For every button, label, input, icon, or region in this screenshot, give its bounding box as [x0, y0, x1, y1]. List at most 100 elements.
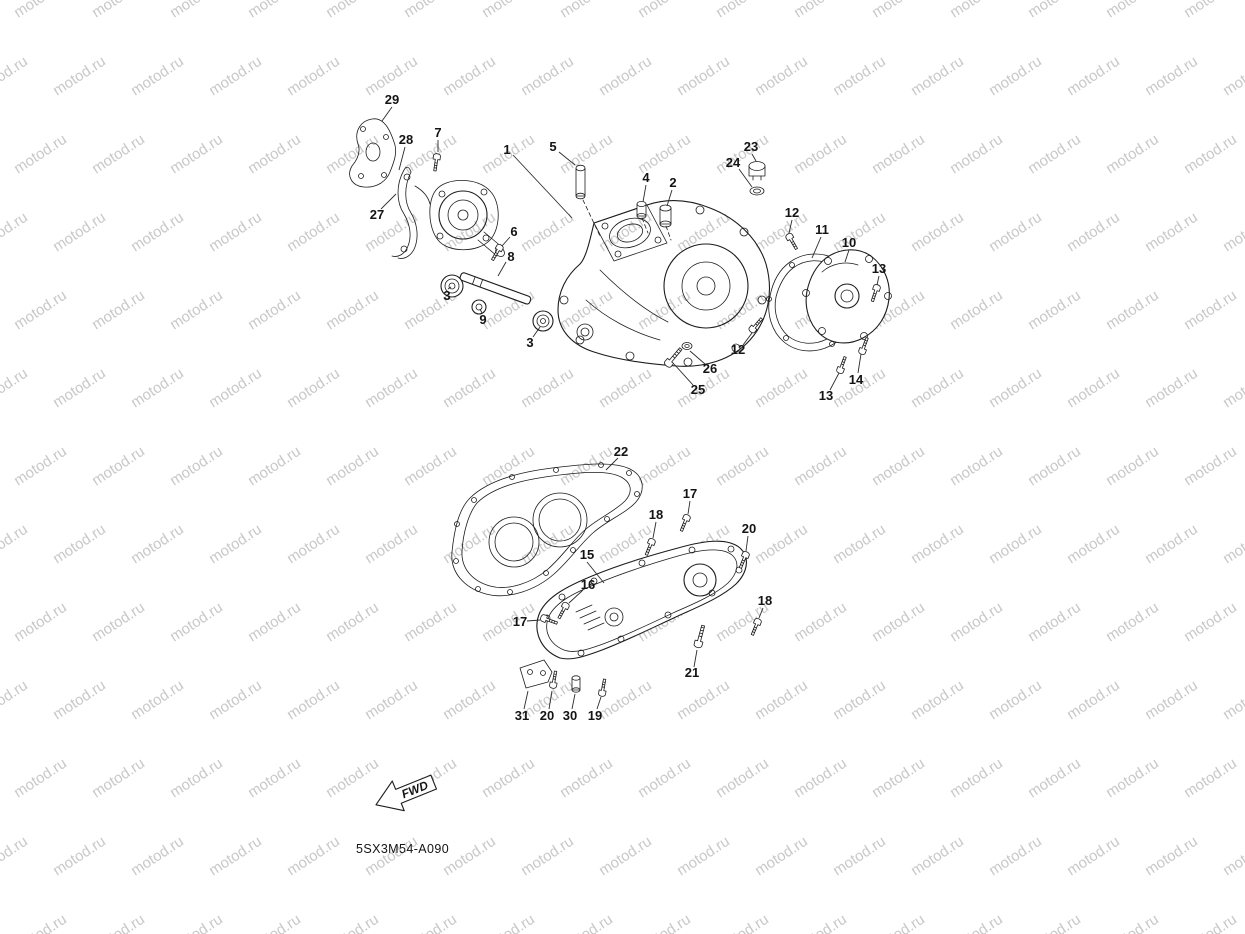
watermark-text: motod.ru [713, 755, 772, 802]
watermark-text: motod.ru [284, 53, 343, 100]
watermark-text: motod.ru [323, 755, 382, 802]
watermark-text: motod.ru [323, 0, 382, 21]
watermark-text: motod.ru [986, 209, 1045, 256]
part-pin-5 [575, 164, 586, 200]
watermark-text: motod.ru [284, 209, 343, 256]
watermark-text: motod.ru [479, 599, 538, 646]
watermark-text: motod.ru [830, 521, 889, 568]
watermark-text: motod.ru [1064, 521, 1123, 568]
watermark-text: motod.ru [1064, 53, 1123, 100]
watermark-text: motod.ru [11, 287, 70, 334]
callout-4: 4 [642, 170, 650, 185]
watermark-text: motod.ru [362, 521, 421, 568]
watermark-text: motod.ru [830, 677, 889, 724]
callout-18: 18 [758, 593, 772, 608]
watermark-text: motod.ru [1181, 131, 1240, 178]
leader-line-28 [398, 146, 406, 171]
leader-line-5 [558, 151, 576, 166]
watermark-text: motod.ru [1142, 677, 1201, 724]
watermark-text: motod.ru [128, 209, 187, 256]
watermark-text: motod.ru [89, 911, 148, 934]
callout-3: 3 [526, 335, 533, 350]
bolt-17-upper [677, 513, 692, 533]
watermark-text: motod.ru [479, 911, 538, 934]
assembly-guide-lines [582, 199, 672, 241]
callout-29: 29 [385, 92, 399, 107]
watermark-text: motod.ru [518, 53, 577, 100]
watermark-text: motod.ru [635, 443, 694, 490]
watermark-text: motod.ru [11, 443, 70, 490]
watermark-text: motod.ru [869, 443, 928, 490]
leader-line-4 [642, 184, 647, 203]
leader-line-3 [532, 326, 541, 338]
part-gasket-29 [349, 118, 397, 188]
leader-line-20 [745, 535, 749, 552]
callout-2: 2 [669, 175, 676, 190]
watermark-text: motod.ru [323, 911, 382, 934]
watermark-text: motod.ru [0, 53, 31, 100]
watermark-text: motod.ru [89, 755, 148, 802]
leader-line-6 [501, 236, 511, 247]
part-bracket-27-28 [391, 166, 431, 259]
watermark-text: motod.ru [1142, 833, 1201, 880]
watermark-text: motod.ru [518, 365, 577, 412]
watermark-text: motod.ru [518, 209, 577, 256]
watermark-text: motod.ru [0, 365, 31, 412]
watermark-text: motod.ru [245, 131, 304, 178]
leader-line-21 [693, 649, 698, 668]
watermark-text: motod.ru [167, 287, 226, 334]
watermark-text: motod.ru [440, 365, 499, 412]
watermark-text: motod.ru [11, 131, 70, 178]
callout-26: 26 [703, 361, 717, 376]
watermark-text: motod.ru [713, 287, 772, 334]
watermark-text: motod.ru [206, 365, 265, 412]
watermark-text: motod.ru [791, 911, 850, 934]
watermark-text: motod.ru [128, 53, 187, 100]
watermark-text: motod.ru [89, 599, 148, 646]
leader-line-31 [523, 690, 529, 710]
watermark-text: motod.ru [1220, 521, 1245, 568]
watermark-text: motod.ru [440, 677, 499, 724]
watermark-text: motod.ru [1220, 209, 1245, 256]
callout-23: 23 [744, 139, 758, 154]
watermark-text: motod.ru [167, 131, 226, 178]
watermark-text: motod.ru [1220, 365, 1245, 412]
watermark-text: motod.ru [1103, 131, 1162, 178]
watermark-text: motod.ru [713, 0, 772, 21]
watermark-text: motod.ru [752, 365, 811, 412]
watermark-text: motod.ru [50, 53, 109, 100]
leader-line-17 [526, 619, 541, 622]
watermark-text: motod.ru [947, 131, 1006, 178]
callout-3: 3 [443, 288, 450, 303]
watermark-text: motod.ru [440, 53, 499, 100]
callout-7: 7 [434, 125, 441, 140]
callout-25: 25 [691, 382, 705, 397]
watermark-text: motod.ru [557, 911, 616, 934]
leader-line-8 [497, 261, 507, 277]
leader-line-29 [381, 106, 393, 122]
watermark-text: motod.ru [947, 599, 1006, 646]
watermark-text: motod.ru [1025, 755, 1084, 802]
leader-line-17 [687, 500, 691, 515]
callout-21: 21 [685, 665, 699, 680]
watermark-text: motod.ru [908, 209, 967, 256]
watermark-text: motod.ru [206, 209, 265, 256]
watermark-text: motod.ru [1181, 599, 1240, 646]
leader-line-9 [479, 308, 483, 314]
watermark-text: motod.ru [1103, 443, 1162, 490]
watermark-text: motod.ru [947, 755, 1006, 802]
watermark-text: motod.ru [830, 833, 889, 880]
callout-11: 11 [815, 222, 829, 237]
watermark-text: motod.ru [479, 443, 538, 490]
watermark-text: motod.ru [89, 0, 148, 21]
watermark-text: motod.ru [752, 677, 811, 724]
watermark-text: motod.ru [1025, 911, 1084, 934]
callout-12: 12 [785, 205, 799, 220]
watermark-text: motod.ru [1181, 287, 1240, 334]
watermark-text: motod.ru [947, 443, 1006, 490]
watermark-text: motod.ru [50, 521, 109, 568]
callout-17: 17 [513, 614, 527, 629]
watermark-text: motod.ru [1142, 521, 1201, 568]
